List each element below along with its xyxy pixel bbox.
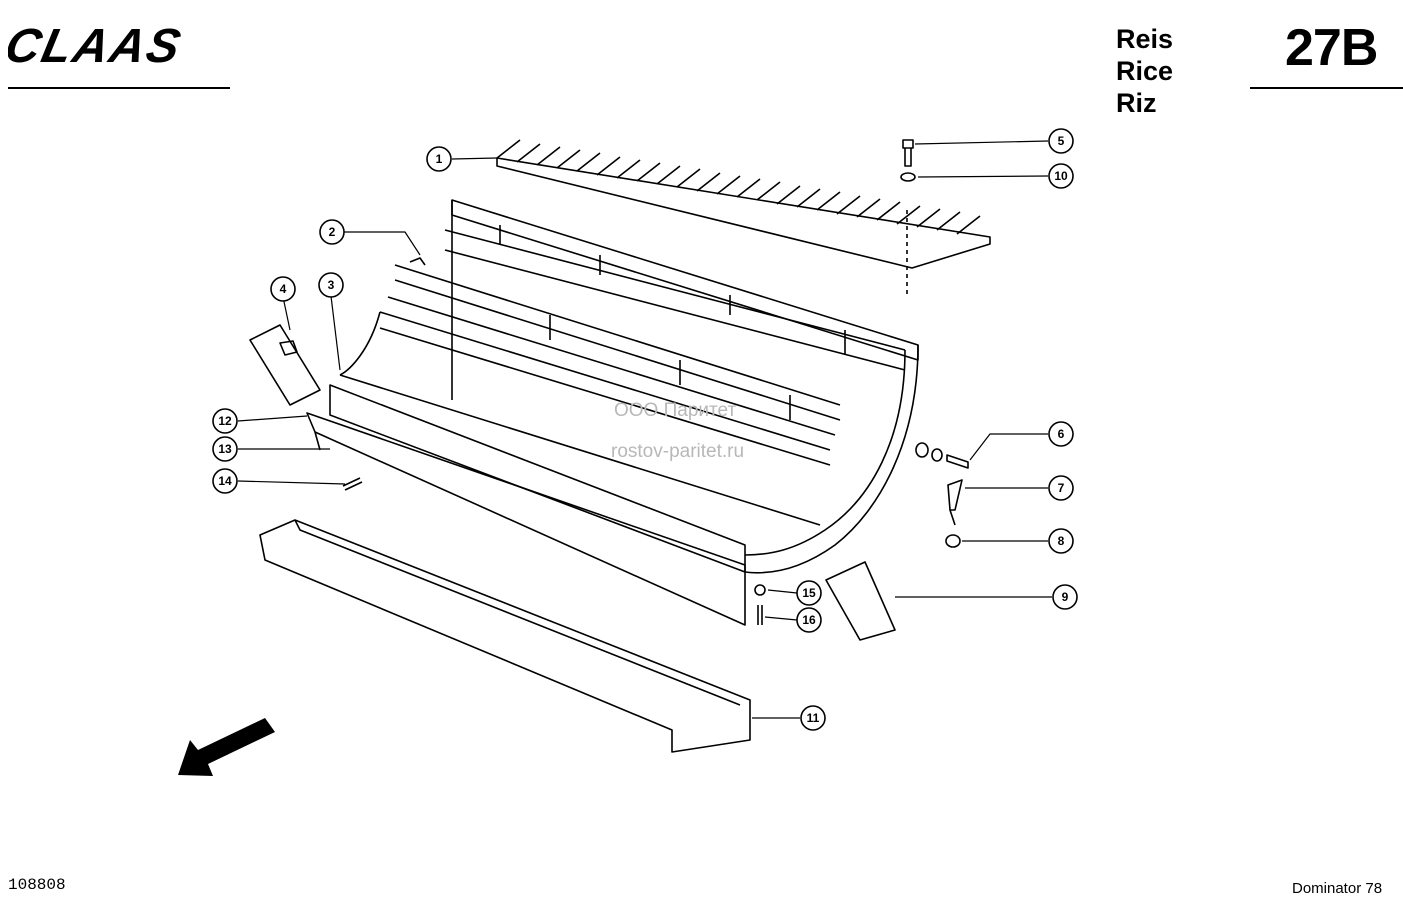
part-14-bolt	[342, 477, 363, 491]
svg-text:CLAAS: CLAAS	[8, 19, 187, 72]
part-3-concave	[329, 199, 919, 574]
hardware-6-bolt	[915, 442, 969, 469]
direction-arrow-icon	[178, 718, 275, 776]
part-10-washer	[900, 172, 916, 182]
hardware-15-nut	[754, 584, 766, 596]
language-label-english: Rice	[1116, 56, 1174, 86]
part-5-bolt	[902, 139, 914, 167]
page-code: 27B	[1285, 19, 1378, 77]
header-rule-right	[1250, 87, 1403, 89]
part-9-plate	[825, 561, 896, 641]
leader-lines	[237, 140, 1052, 719]
part-4-plate	[249, 324, 321, 406]
watermark-company: ООО Паритет	[614, 400, 737, 421]
language-label-german: Reis	[1116, 24, 1174, 54]
part-11-bar	[259, 519, 751, 753]
hardware-16-pin	[757, 605, 763, 625]
header-rule-left	[8, 87, 230, 89]
part-1-grate	[496, 139, 991, 295]
language-label-french: Riz	[1116, 88, 1157, 118]
hardware-7-clip	[947, 479, 963, 526]
document-number: 108808	[8, 876, 66, 894]
machine-model: Dominator 78	[1292, 880, 1383, 897]
watermark-url: rostov-paritet.ru	[611, 441, 745, 462]
claas-logo: CLAAS	[8, 19, 187, 72]
hardware-8-nut	[945, 534, 961, 548]
part-12-rail	[306, 412, 746, 626]
